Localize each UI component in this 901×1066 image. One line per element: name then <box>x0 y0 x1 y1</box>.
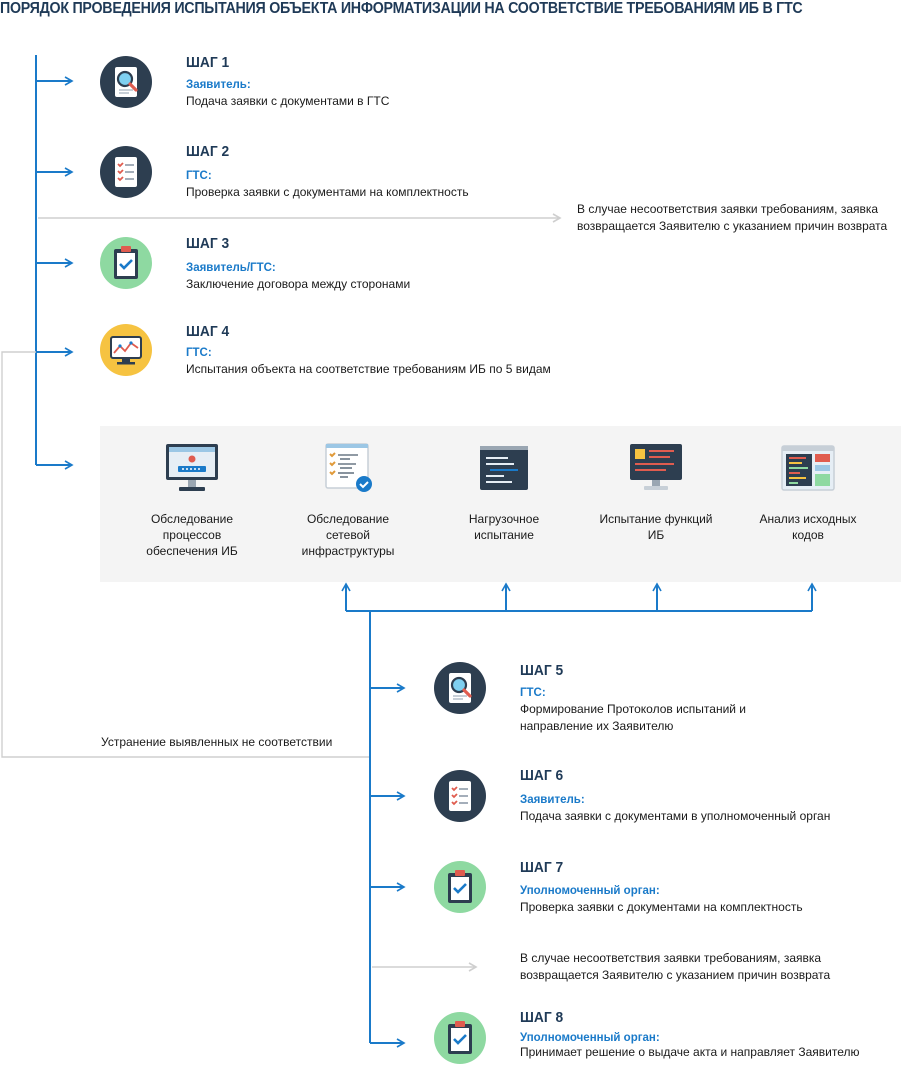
step-5: ШАГ 5 ГТС: Формирование Протоколов испыт… <box>520 662 860 735</box>
step-number: ШАГ 6 <box>520 767 564 784</box>
magnifier-document-icon <box>100 56 152 108</box>
test-type-label: Анализ исходных кодов <box>759 512 857 542</box>
step-action: Проверка заявки с документами на комплек… <box>186 185 469 199</box>
step-1: ШАГ 1 Заявитель: Подача заявки с докумен… <box>186 54 389 110</box>
checklist-document-icon <box>100 146 152 198</box>
config-checklist-icon <box>325 443 372 492</box>
step-4: ШАГ 4 ГТС: Испытания объекта на соответс… <box>186 323 551 378</box>
monitor-chart-icon <box>100 324 152 376</box>
step-action: Подача заявки с документами в ГТС <box>186 94 390 108</box>
clipboard-check-icon <box>434 1012 486 1064</box>
test-types-panel: Обследование процессов обеспечения ИБ Об… <box>100 426 901 582</box>
step-3: ШАГ 3 Заявитель/ГТС: Заключение договора… <box>186 235 410 293</box>
loop-back-line <box>1 351 370 758</box>
step-number: ШАГ 7 <box>520 859 564 876</box>
step-actor: ГТС: <box>186 347 212 359</box>
reject-note-2: В случае несоответствия заявки требовани… <box>520 951 831 982</box>
step-7: ШАГ 7 Уполномоченный орган: Проверка зая… <box>520 859 890 916</box>
step-2: ШАГ 2 ГТС: Проверка заявки с документами… <box>186 143 469 201</box>
test-type-label: Обследование процессов обеспечения ИБ <box>146 512 238 558</box>
monitor-code-icon <box>630 444 682 490</box>
magnifier-document-icon <box>434 662 486 714</box>
step-number: ШАГ 2 <box>186 143 230 160</box>
step-actor: Уполномоченный орган: <box>520 885 660 897</box>
clipboard-check-icon <box>434 861 486 913</box>
test-type-label: Испытание функций ИБ <box>599 512 713 542</box>
step-action: Формирование Протоколов испытаний и напр… <box>520 702 747 733</box>
step-8: ШАГ 8 Уполномоченный орган: Принимает ре… <box>520 1009 895 1061</box>
step-action: Проверка заявки с документами на комплек… <box>520 900 803 914</box>
test-type-label: Нагрузочное испытание <box>468 512 540 542</box>
step-actor: Заявитель: <box>186 79 251 91</box>
test-type-label: Обследование сетевой инфраструктуры <box>301 512 395 558</box>
step-actor: Заявитель/ГТС: <box>186 262 276 274</box>
step-action: Испытания объекта на соответствие требов… <box>186 362 551 376</box>
step-actor: Заявитель: <box>520 794 585 806</box>
fix-note: Устранение выявленных не соответствии <box>101 735 333 749</box>
step-number: ШАГ 4 <box>186 323 230 340</box>
checklist-document-icon <box>434 770 486 822</box>
clipboard-check-icon <box>100 237 152 289</box>
terminal-code-icon <box>480 446 528 490</box>
step-actor: Уполномоченный орган: <box>520 1032 660 1044</box>
step-number: ШАГ 3 <box>186 235 230 252</box>
step-number: ШАГ 1 <box>186 54 230 71</box>
step-6: ШАГ 6 Заявитель: Подача заявки с докумен… <box>520 767 890 825</box>
step-number: ШАГ 5 <box>520 662 564 679</box>
step-actor: ГТС: <box>186 170 212 182</box>
step-actor: ГТС: <box>520 687 546 699</box>
step-action: Заключение договора между сторонами <box>186 277 411 291</box>
monitor-login-icon <box>166 444 218 491</box>
reject-note-1: В случае несоответствия заявки требовани… <box>577 202 888 233</box>
step-action: Подача заявки с документами в уполномоче… <box>520 809 831 823</box>
step-action: Принимает решение о выдаче акта и направ… <box>520 1045 860 1059</box>
step-number: ШАГ 8 <box>520 1009 564 1026</box>
source-code-window-icon <box>781 445 835 491</box>
page-title: ПОРЯДОК ПРОВЕДЕНИЯ ИСПЫТАНИЯ ОБЪЕКТА ИНФ… <box>0 0 803 17</box>
